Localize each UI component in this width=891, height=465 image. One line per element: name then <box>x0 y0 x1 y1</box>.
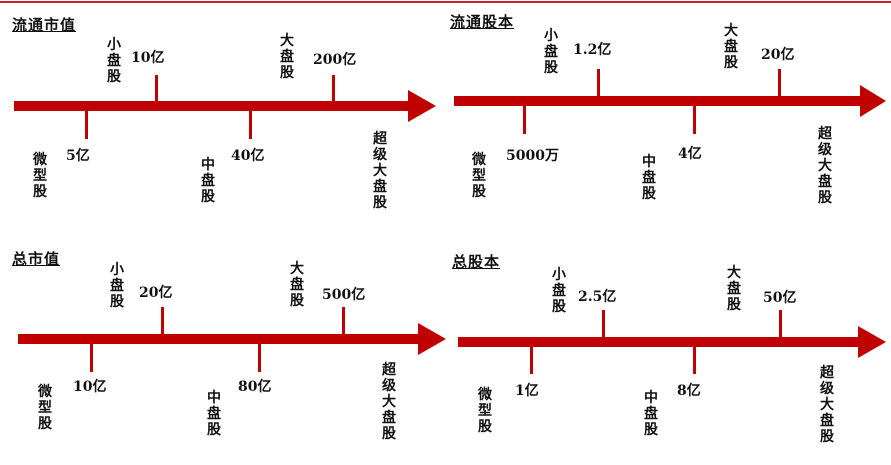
panel-float-market-cap: 流通市值 5亿 10亿 40亿 200亿 微型股 小盘股 中盘股 大盘股 超级大… <box>0 0 445 232</box>
threshold-label-small-mid: 1.2亿 <box>573 42 612 58</box>
category-small-cap: 小盘股 <box>110 262 124 310</box>
category-mega-cap: 超级大盘股 <box>818 126 832 206</box>
panel-title: 流通市值 <box>12 16 77 34</box>
threshold-tick <box>258 344 261 372</box>
threshold-tick <box>249 111 252 139</box>
threshold-tick <box>342 307 345 334</box>
category-micro-cap: 微型股 <box>38 384 52 432</box>
category-micro-cap: 微型股 <box>478 387 492 435</box>
category-mid-cap: 中盘股 <box>207 390 221 438</box>
threshold-tick <box>530 347 533 374</box>
category-mid-cap: 中盘股 <box>642 154 656 202</box>
category-mid-cap: 中盘股 <box>201 157 215 205</box>
category-large-cap: 大盘股 <box>727 265 741 313</box>
threshold-tick <box>597 69 600 96</box>
threshold-label-mid-large: 8亿 <box>677 383 701 399</box>
threshold-tick <box>779 310 782 337</box>
threshold-tick <box>693 347 696 374</box>
category-small-cap: 小盘股 <box>552 267 566 315</box>
threshold-label-large-mega: 50亿 <box>763 290 797 306</box>
threshold-tick <box>602 310 605 337</box>
threshold-tick <box>332 75 335 101</box>
threshold-tick <box>161 307 164 334</box>
threshold-label-mid-large: 4亿 <box>678 146 702 162</box>
category-micro-cap: 微型股 <box>472 152 486 200</box>
threshold-tick <box>155 75 158 101</box>
threshold-tick <box>85 111 88 139</box>
category-mid-cap: 中盘股 <box>644 390 658 438</box>
threshold-label-small-mid: 20亿 <box>139 285 173 301</box>
category-small-cap: 小盘股 <box>544 28 558 76</box>
threshold-label-large-mega: 500亿 <box>322 287 366 303</box>
category-mega-cap: 超级大盘股 <box>382 362 396 442</box>
panel-total-market-cap: 总市值 10亿 20亿 80亿 500亿 微型股 小盘股 中盘股 大盘股 超级大… <box>0 232 446 464</box>
panel-title: 总市值 <box>12 250 61 268</box>
category-micro-cap: 微型股 <box>33 152 47 200</box>
category-small-cap: 小盘股 <box>107 37 121 85</box>
panel-total-shares: 总股本 1亿 2.5亿 8亿 50亿 微型股 小盘股 中盘股 大盘股 超级大盘股 <box>440 232 886 464</box>
threshold-label-small-mid: 2.5亿 <box>578 289 617 305</box>
timeline-arrow <box>454 85 886 117</box>
panel-title: 总股本 <box>452 253 501 271</box>
threshold-tick <box>523 106 526 134</box>
threshold-label-micro-small: 1亿 <box>515 383 539 399</box>
threshold-label-micro-small: 10亿 <box>73 379 107 395</box>
threshold-label-large-mega: 200亿 <box>313 52 357 68</box>
threshold-tick <box>90 344 93 372</box>
top-border-line <box>0 1 891 3</box>
threshold-tick <box>778 69 781 96</box>
threshold-label-mid-large: 80亿 <box>238 379 272 395</box>
timeline-arrow <box>18 323 446 355</box>
category-large-cap: 大盘股 <box>280 33 294 81</box>
category-large-cap: 大盘股 <box>290 261 304 309</box>
category-large-cap: 大盘股 <box>724 23 738 71</box>
panel-title: 流通股本 <box>450 13 515 31</box>
threshold-label-small-mid: 10亿 <box>131 50 165 66</box>
threshold-label-micro-small: 5亿 <box>66 148 90 164</box>
timeline-arrow <box>458 326 886 358</box>
timeline-arrow <box>14 90 436 122</box>
threshold-label-large-mega: 20亿 <box>761 47 795 63</box>
threshold-label-micro-small: 5000万 <box>506 148 559 164</box>
threshold-tick <box>693 106 696 134</box>
threshold-label-mid-large: 40亿 <box>231 148 265 164</box>
panel-float-shares: 流通股本 5000万 1.2亿 4亿 20亿 微型股 小盘股 中盘股 大盘股 超… <box>440 0 886 232</box>
category-mega-cap: 超级大盘股 <box>373 131 387 211</box>
category-mega-cap: 超级大盘股 <box>820 365 834 445</box>
